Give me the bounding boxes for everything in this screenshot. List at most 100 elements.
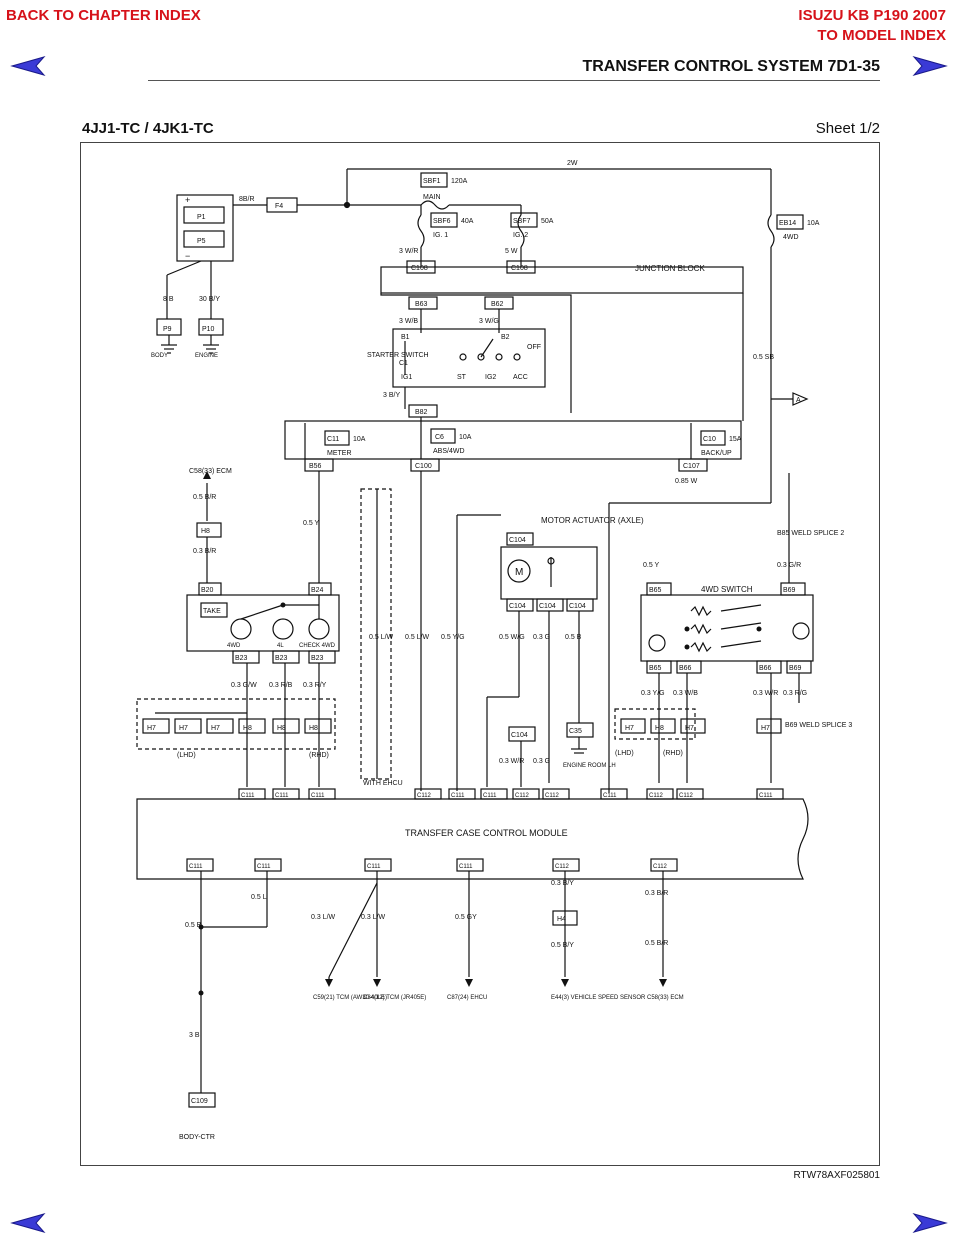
switch-b1: B1	[401, 334, 410, 341]
switch-off: OFF	[527, 344, 541, 351]
conn-h7-e: H7	[685, 725, 694, 732]
fuse-main-amp: 120A	[451, 178, 468, 185]
wire-05lw-a: 0.5 L/W	[369, 634, 394, 641]
lamp-check-4wd: CHECK 4WD	[299, 643, 336, 649]
wire-03lw-b: 0.3 L/W	[361, 914, 386, 921]
fuse-meter-amp: 10A	[353, 436, 366, 443]
conn-c111-3: C111	[311, 793, 325, 799]
conn-c112-5: C112	[679, 793, 694, 799]
conn-c104-top: C104	[509, 537, 526, 544]
motor-actuator-label: MOTOR ACTUATOR (AXLE)	[541, 516, 644, 525]
drawing-code: RTW78AXF025801	[793, 1170, 880, 1181]
conn-b69: B69	[789, 665, 802, 672]
conn-c112-1: C112	[417, 793, 432, 799]
ground-engine: ENGINE	[195, 353, 218, 359]
next-page-arrow-icon[interactable]	[912, 55, 948, 77]
conn-c109: C109	[191, 1098, 208, 1105]
conn-h7-b: H7	[179, 725, 188, 732]
wire-085w-label: 0.85 W	[675, 478, 698, 485]
wiring-diagram-svg: + − P1 P5 P9 P10 8B/R F4 2W SBF1 120A MA…	[136, 160, 852, 1141]
wire-03gr-label: 0.3 G/R	[777, 562, 801, 569]
next-page-bottom-arrow-icon[interactable]	[912, 1212, 948, 1234]
conn-b82: B82	[415, 409, 428, 416]
wire-3wg-label: 3 W/G	[479, 318, 499, 325]
conn-h8: H8	[201, 528, 210, 535]
switch-st: ST	[457, 374, 467, 381]
conn-c111-5: C111	[483, 793, 497, 799]
switch-ig2: IG2	[485, 374, 496, 381]
fuse-abs-label: ABS/4WD	[433, 448, 465, 455]
splice-b69-label: B69 WELD SPLICE 3	[785, 722, 852, 729]
wire-2w-label: 2W	[567, 160, 578, 167]
battery-plus-label: +	[185, 195, 190, 205]
fuse-abs-amp: 10A	[459, 434, 472, 441]
wire-3wr-label: 3 W/R	[399, 248, 418, 255]
conn-c111-b3: C111	[367, 864, 381, 870]
conn-c108-b: C108	[511, 265, 528, 272]
conn-c104-b: C104	[539, 603, 556, 610]
ground-engine-room: ENGINE ROOM LH	[563, 763, 616, 769]
wire-05b-label: 0.5 B	[565, 634, 582, 641]
previous-page-arrow-icon[interactable]	[10, 55, 46, 77]
fuse-ig1-id: SBF6	[433, 218, 451, 225]
battery-p5-label: P5	[197, 238, 206, 245]
previous-page-bottom-arrow-icon[interactable]	[10, 1212, 46, 1234]
conn-c104-a: C104	[509, 603, 526, 610]
wire-05lw-b: 0.5 L/W	[405, 634, 430, 641]
wire-05l-label: 0.5 L	[251, 894, 267, 901]
fuse-ig1-amp: 40A	[461, 218, 474, 225]
fuse-meter-label: METER	[327, 450, 352, 457]
wire-3wb-label: 3 W/B	[399, 318, 418, 325]
fuse-abs-id: C6	[435, 434, 444, 441]
conn-c104-d: C104	[511, 732, 528, 739]
wire-05gy-label: 0.5 GY	[455, 914, 477, 921]
fuse-4wd-id: EB14	[779, 220, 796, 227]
tccm-label: TRANSFER CASE CONTROL MODULE	[405, 828, 568, 838]
lhd-label-b: (LHD)	[615, 750, 634, 757]
model-title[interactable]: ISUZU KB P190 2007	[798, 7, 946, 24]
rhd-label-b: (RHD)	[663, 750, 683, 757]
conn-c107: C107	[683, 463, 700, 470]
conn-c111-2: C111	[275, 793, 289, 799]
sheet-label: Sheet 1/2	[815, 120, 880, 137]
wire-03br2-label: 0.3 B/R	[645, 890, 668, 897]
fuse-main-label: MAIN	[423, 194, 441, 201]
wire-8b-label: 8 B	[163, 296, 174, 303]
conn-c112-4: C112	[649, 793, 664, 799]
lhd-label: (LHD)	[177, 752, 196, 759]
conn-h8-d: H8	[655, 725, 664, 732]
switch-b2: B2	[501, 334, 510, 341]
back-to-chapter-index-link[interactable]: BACK TO CHAPTER INDEX	[6, 7, 201, 24]
wire-03g-label: 0.3 G	[533, 634, 550, 641]
conn-c112-3: C112	[545, 793, 560, 799]
wire-3b-label: 3 B	[189, 1032, 200, 1039]
tag-a: A	[796, 397, 801, 404]
switch-c1: C1	[399, 360, 408, 367]
conn-c112-2: C112	[515, 793, 530, 799]
dest-vss: E44(3) VEHICLE SPEED SENSOR	[551, 995, 646, 1001]
dest-ecm: C58(33) ECM	[647, 995, 684, 1001]
conn-b23-c: B23	[311, 655, 324, 662]
wire-03br-label: 0.3 B/R	[193, 548, 216, 555]
junction-block-label: JUNCTION BLOCK	[635, 264, 705, 273]
ground-p9-label: P9	[163, 326, 172, 333]
fuse-backup-label: BACK/UP	[701, 450, 732, 457]
conn-c111-b1: C111	[189, 864, 203, 870]
conn-c112-b2: C112	[653, 864, 668, 870]
conn-c111-4: C111	[451, 793, 465, 799]
fuse-main-id: SBF1	[423, 178, 441, 185]
connector-f4-label: F4	[275, 203, 283, 210]
lamp-4wd: 4WD	[227, 643, 241, 649]
ground-p10-label: P10	[202, 326, 215, 333]
conn-c108-a: C108	[411, 265, 428, 272]
wiring-diagram: + − P1 P5 P9 P10 8B/R F4 2W SBF1 120A MA…	[80, 142, 880, 1166]
meter-box-label: TAKE	[203, 608, 221, 615]
wire-05y2-label: 0.5 Y	[643, 562, 660, 569]
wire-05br-label: 0.5 B/R	[193, 494, 216, 501]
ground-body: BODY	[151, 353, 168, 359]
conn-b63: B63	[415, 301, 428, 308]
conn-c111-1: C111	[241, 793, 255, 799]
wire-03ry-label: 0.3 R/Y	[303, 682, 327, 689]
to-model-index-link[interactable]: TO MODEL INDEX	[817, 27, 946, 44]
wire-05wg-label: 0.5 W/G	[499, 634, 525, 641]
